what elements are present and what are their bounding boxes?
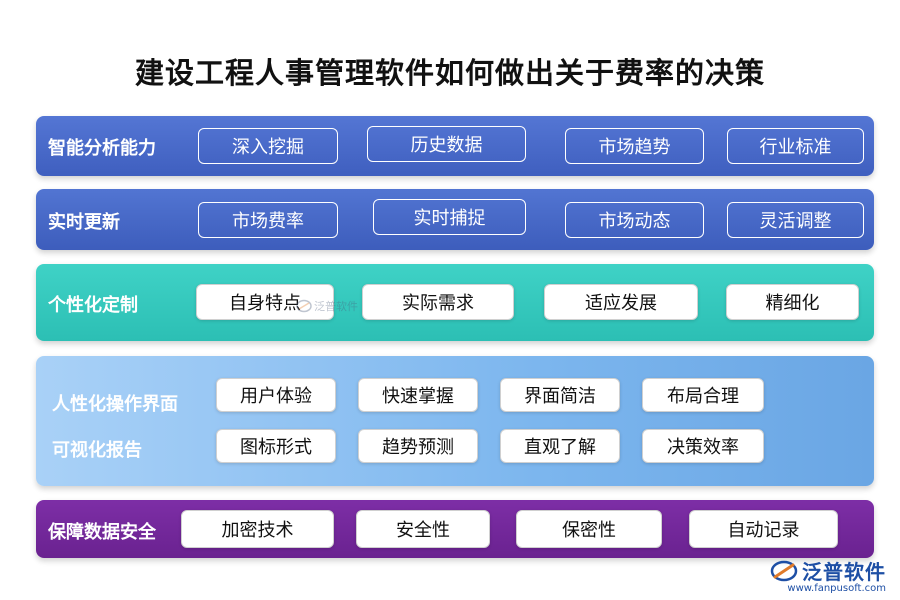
tag-decision-efficiency: 决策效率 — [642, 429, 764, 463]
watermark-icon — [296, 299, 312, 313]
tag-clean-interface: 界面简洁 — [500, 378, 620, 412]
band-label-report: 可视化报告 — [52, 440, 142, 461]
band-ui-and-reports: 人性化操作界面 可视化报告 用户体验 快速掌握 界面简洁 布局合理 图标形式 趋… — [36, 356, 874, 486]
band-label: 保障数据安全 — [48, 522, 156, 543]
tag-realtime-capture: 实时捕捉 — [373, 199, 526, 235]
brand-url: www.fanpusoft.com — [787, 583, 886, 594]
tag-flexible-adjust: 灵活调整 — [727, 202, 864, 238]
brand-logo-icon — [770, 560, 798, 581]
tag-market-rate: 市场费率 — [198, 202, 338, 238]
band-label: 个性化定制 — [48, 295, 138, 316]
tag-chart-form: 图标形式 — [216, 429, 336, 463]
tag-refinement: 精细化 — [726, 284, 859, 320]
watermark-text: 泛普软件 — [314, 300, 358, 313]
tag-user-experience: 用户体验 — [216, 378, 336, 412]
tag-encryption: 加密技术 — [181, 510, 334, 548]
tag-own-features: 自身特点 — [196, 284, 334, 320]
band-realtime-update: 实时更新 市场费率 实时捕捉 市场动态 灵活调整 — [36, 189, 874, 250]
band-data-security: 保障数据安全 加密技术 安全性 保密性 自动记录 — [36, 500, 874, 558]
brand-logo: 泛普软件 www.fanpusoft.com — [770, 556, 886, 594]
tag-auto-record: 自动记录 — [689, 510, 838, 548]
tag-security: 安全性 — [356, 510, 490, 548]
tag-quick-master: 快速掌握 — [358, 378, 478, 412]
tag-trend-prediction: 趋势预测 — [358, 429, 478, 463]
page-title: 建设工程人事管理软件如何做出关于费率的决策 — [134, 56, 765, 90]
tag-deep-mining: 深入挖掘 — [198, 128, 338, 164]
band-personalization: 个性化定制 自身特点 实际需求 适应发展 精细化 — [36, 264, 874, 341]
tag-reasonable-layout: 布局合理 — [642, 378, 764, 412]
tag-historical-data: 历史数据 — [367, 126, 526, 162]
brand-name: 泛普软件 — [802, 560, 886, 584]
band-label-ui: 人性化操作界面 — [52, 394, 178, 415]
band-intelligent-analysis: 智能分析能力 深入挖掘 历史数据 市场趋势 行业标准 — [36, 116, 874, 176]
tag-actual-needs: 实际需求 — [362, 284, 514, 320]
band-label: 智能分析能力 — [48, 138, 156, 159]
tag-market-dynamics: 市场动态 — [565, 202, 704, 238]
band-label: 实时更新 — [48, 212, 120, 233]
tag-intuitive-view: 直观了解 — [500, 429, 620, 463]
watermark-logo: 泛普软件 — [296, 298, 358, 314]
tag-market-trend: 市场趋势 — [565, 128, 704, 164]
tag-industry-standard: 行业标准 — [727, 128, 864, 164]
tag-adapt-development: 适应发展 — [544, 284, 698, 320]
tag-confidentiality: 保密性 — [516, 510, 662, 548]
